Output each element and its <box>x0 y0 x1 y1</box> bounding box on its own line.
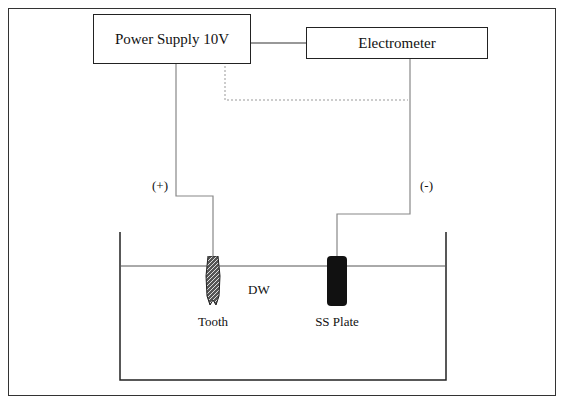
outer-frame <box>8 8 556 396</box>
ground-wire <box>225 62 408 100</box>
wire <box>251 42 306 43</box>
medium-label: DW <box>246 282 272 298</box>
polarity-label: (-) <box>418 178 435 194</box>
plate-shape <box>326 256 348 306</box>
box-label: Power Supply 10V <box>115 30 229 49</box>
wire <box>176 64 213 256</box>
tooth-shape <box>205 256 221 306</box>
wire <box>337 59 410 256</box>
electrometer-box: Electrometer <box>306 27 488 59</box>
part-label: SS Plate <box>314 314 360 330</box>
box-label: Electrometer <box>315 34 479 53</box>
tooth-specimen: Tooth <box>197 256 229 330</box>
part-label: Tooth <box>197 314 229 330</box>
ss-plate: SS Plate <box>314 256 360 330</box>
tank <box>120 232 446 380</box>
water-level <box>121 266 445 267</box>
polarity-label: (+) <box>150 178 170 194</box>
power-supply-box: Power Supply 10V <box>93 14 251 64</box>
